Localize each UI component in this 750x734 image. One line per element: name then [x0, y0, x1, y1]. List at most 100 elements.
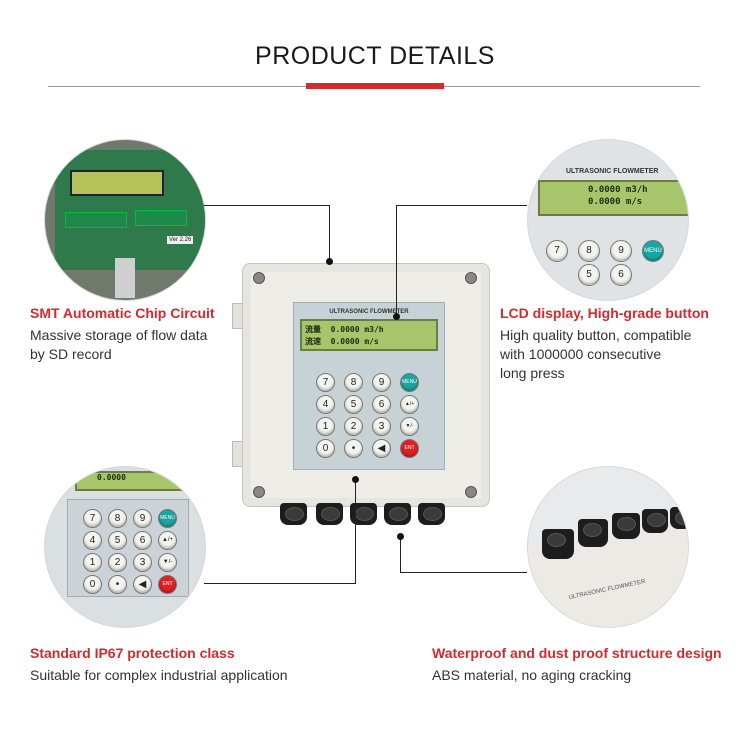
- feature-desc-line: Massive storage of flow data: [30, 327, 208, 343]
- callout-line-glands-h: [400, 572, 527, 573]
- feature-desc-line: ABS material, no aging cracking: [432, 667, 632, 683]
- key-4: 4: [83, 531, 102, 550]
- circuit-board-detail-image: Ver 2.26: [44, 139, 206, 301]
- callout-line-circuit-v: [329, 205, 330, 261]
- callout-dot-glands: [397, 533, 404, 540]
- feature-title-waterproof: Waterproof and dust proof structure desi…: [432, 645, 722, 661]
- cable-gland: [612, 513, 640, 539]
- key-7: 7: [546, 240, 568, 262]
- cable-gland: [418, 503, 445, 525]
- lcd-zoom-screen: 0.0000 m3/h 0.0000 m/s: [538, 180, 688, 216]
- callout-line-lcd-v: [396, 205, 397, 317]
- key-down[interactable]: ▼/-: [400, 417, 419, 436]
- feature-desc-line: long press: [500, 365, 565, 381]
- callout-line-keypad-v: [355, 480, 356, 583]
- key-9: 9: [610, 240, 632, 262]
- cable-gland: [280, 503, 307, 525]
- key-9[interactable]: 9: [372, 373, 391, 392]
- flowmeter-device: ULTRASONIC FLOWMETER 流量 0.0000 m3/h 流速 0…: [232, 263, 498, 525]
- feature-desc-line: High quality button, compatible: [500, 327, 692, 343]
- feature-desc-circuit: Massive storage of flow data by SD recor…: [30, 326, 207, 364]
- title-accent-bar: [306, 83, 444, 89]
- cable-gland: [578, 519, 608, 547]
- main-lcd-screen: 流量 0.0000 m3/h 流速 0.0000 m/s: [300, 319, 438, 351]
- key-6[interactable]: 6: [372, 395, 391, 414]
- cable-gland: [642, 509, 668, 533]
- key-menu[interactable]: MENU: [400, 373, 419, 392]
- key-up: ▲/+: [158, 531, 177, 550]
- terminal-block: [135, 210, 187, 226]
- key-enter[interactable]: ENT: [400, 439, 419, 458]
- key-dot[interactable]: •: [344, 439, 363, 458]
- feature-desc-ip67: Suitable for complex industrial applicat…: [30, 666, 288, 685]
- keypad-zoom-lcd: 0.0000: [75, 471, 199, 491]
- key-9: 9: [133, 509, 152, 528]
- key-left: ◀: [133, 575, 152, 594]
- feature-desc-line: by SD record: [30, 346, 112, 362]
- feature-desc-lcd: High quality button, compatible with 100…: [500, 326, 691, 383]
- callout-dot-keypad: [352, 476, 359, 483]
- screw: [253, 486, 265, 498]
- circuit-board-lcd: [70, 170, 164, 196]
- callout-line-lcd-h: [396, 205, 527, 206]
- key-menu: MENU: [158, 509, 177, 528]
- key-menu: MENU: [642, 240, 664, 262]
- feature-title-circuit: SMT Automatic Chip Circuit: [30, 305, 215, 321]
- feature-desc-waterproof: ABS material, no aging cracking: [432, 666, 631, 685]
- key-2: 2: [108, 553, 127, 572]
- key-0: 0: [83, 575, 102, 594]
- key-2[interactable]: 2: [344, 417, 363, 436]
- key-7: 7: [83, 509, 102, 528]
- lcd-line-1: 0.0000 m3/h: [330, 325, 384, 334]
- lcd-label-flow: 流量: [305, 325, 321, 334]
- cable-glands-detail-image: ULTRASONIC FLOWMETER: [527, 466, 689, 628]
- key-8: 8: [108, 509, 127, 528]
- feature-desc-line: Suitable for complex industrial applicat…: [30, 667, 288, 683]
- lcd-line-2: 0.0000 m/s: [330, 337, 379, 346]
- cable-gland: [316, 503, 343, 525]
- lcd-line-1: 0.0000 m3/h: [588, 185, 648, 195]
- key-6: 6: [610, 264, 632, 286]
- callout-line-glands-v: [400, 537, 401, 573]
- panel-label: ULTRASONIC FLOWMETER: [566, 168, 659, 175]
- lcd-detail-image: ULTRASONIC FLOWMETER 0.0000 m3/h 0.0000 …: [527, 139, 689, 301]
- front-panel-label: ULTRASONIC FLOWMETER: [329, 309, 409, 315]
- lcd-value: 0.0000: [97, 473, 126, 482]
- cable-gland: [542, 529, 574, 559]
- key-5: 5: [578, 264, 600, 286]
- page-title: PRODUCT DETAILS: [255, 42, 495, 70]
- callout-dot-circuit: [326, 258, 333, 265]
- lcd-line-2: 0.0000 m/s: [588, 197, 643, 207]
- key-7[interactable]: 7: [316, 373, 335, 392]
- key-left[interactable]: ◀: [372, 439, 391, 458]
- ribbon-cable: [115, 258, 135, 298]
- key-1[interactable]: 1: [316, 417, 335, 436]
- cable-gland: [384, 503, 411, 525]
- feature-title-ip67: Standard IP67 protection class: [30, 645, 235, 661]
- callout-line-keypad-h: [204, 583, 356, 584]
- terminal-block: [65, 212, 127, 228]
- key-1: 1: [83, 553, 102, 572]
- key-6: 6: [133, 531, 152, 550]
- screw: [465, 486, 477, 498]
- keypad-detail-image: 0.0000 7 8 9 MENU 4 5 6 ▲/+ 1 2 3 ▼/- 0 …: [44, 466, 206, 628]
- key-4[interactable]: 4: [316, 395, 335, 414]
- cable-gland: [670, 507, 688, 529]
- callout-line-circuit-h: [204, 205, 330, 206]
- key-5[interactable]: 5: [344, 395, 363, 414]
- key-up[interactable]: ▲/+: [400, 395, 419, 414]
- key-dot: •: [108, 575, 127, 594]
- feature-title-lcd: LCD display, High-grade button: [500, 305, 709, 321]
- callout-dot-lcd: [393, 313, 400, 320]
- feature-desc-line: with 1000000 consecutive: [500, 346, 662, 362]
- key-5: 5: [108, 531, 127, 550]
- screw: [253, 272, 265, 284]
- key-8[interactable]: 8: [344, 373, 363, 392]
- key-0[interactable]: 0: [316, 439, 335, 458]
- key-3[interactable]: 3: [372, 417, 391, 436]
- key-8: 8: [578, 240, 600, 262]
- key-down: ▼/-: [158, 553, 177, 572]
- front-panel: ULTRASONIC FLOWMETER 流量 0.0000 m3/h 流速 0…: [293, 302, 445, 470]
- key-3: 3: [133, 553, 152, 572]
